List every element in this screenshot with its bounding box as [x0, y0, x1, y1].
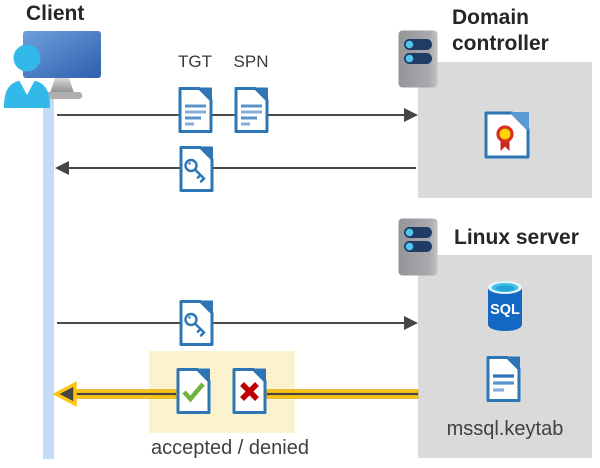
sql-database-icon: SQL	[488, 281, 522, 331]
spn-label: SPN	[233, 52, 269, 71]
tgt-document-icon	[178, 87, 213, 133]
domain-controller-label: Domain controller	[452, 6, 549, 55]
client-lifeline	[43, 92, 54, 459]
domain-controller-server-icon	[398, 30, 438, 88]
key-document-icon	[179, 300, 214, 346]
key-document-icon	[179, 146, 214, 192]
client-user-monitor-icon	[4, 31, 101, 108]
spn-document-icon	[234, 87, 269, 133]
arrow-ticket-return-head	[55, 161, 69, 175]
keytab-label: mssql.keytab	[446, 418, 564, 440]
result-label: accepted / denied	[151, 437, 309, 459]
tgt-label: TGT	[178, 52, 212, 71]
result-arrow-yellow	[52, 381, 419, 407]
denied-cross-document-icon	[232, 368, 267, 414]
arrow-request-tgt-line	[57, 114, 406, 116]
arrow-request-tgt-head	[404, 108, 418, 122]
client-label: Client	[26, 2, 85, 25]
accepted-check-document-icon	[176, 368, 211, 414]
sql-icon-label: SQL	[490, 302, 520, 318]
arrow-ticket-to-linux-head	[404, 316, 418, 330]
arrow-ticket-to-linux-line	[57, 322, 406, 324]
certificate-document-icon	[484, 111, 530, 159]
linux-server-icon	[398, 218, 438, 276]
arrow-ticket-return-line	[68, 167, 416, 169]
linux-server-label: Linux server	[454, 226, 579, 249]
keytab-document-icon	[486, 356, 521, 402]
